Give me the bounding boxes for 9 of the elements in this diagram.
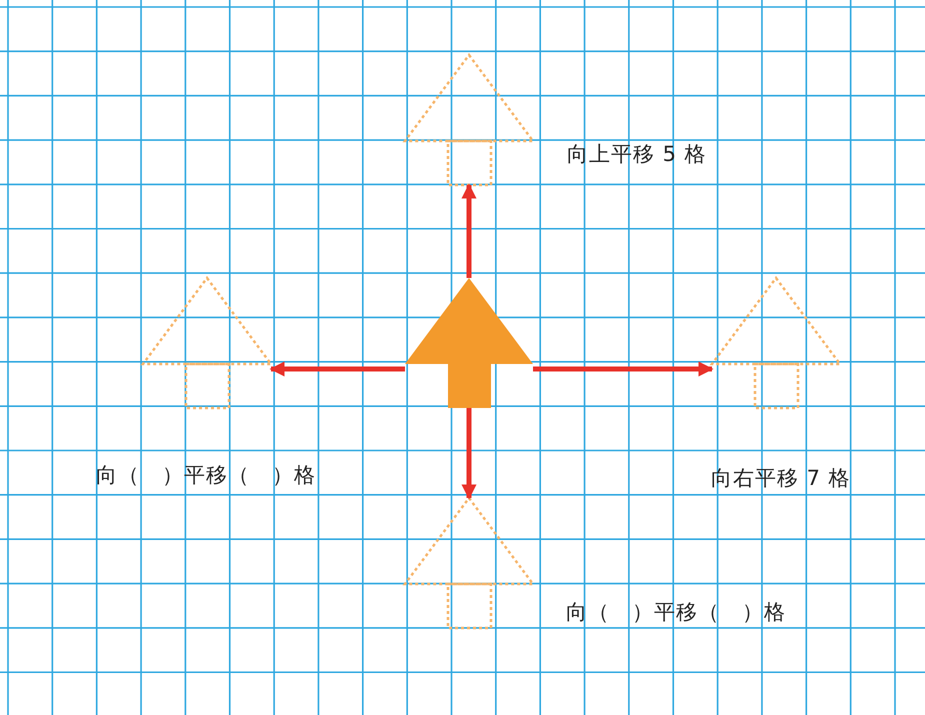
arrow bbox=[462, 408, 476, 500]
dotted-arrow-outline bbox=[143, 278, 271, 408]
arrow bbox=[533, 362, 714, 376]
dotted-arrow-outline bbox=[405, 498, 533, 628]
dotted-arrow-outline bbox=[712, 278, 840, 408]
arrow bbox=[462, 184, 476, 278]
arrow-shape bbox=[405, 278, 533, 408]
arrow bbox=[270, 362, 405, 376]
dotted-arrow-outline bbox=[405, 55, 533, 185]
